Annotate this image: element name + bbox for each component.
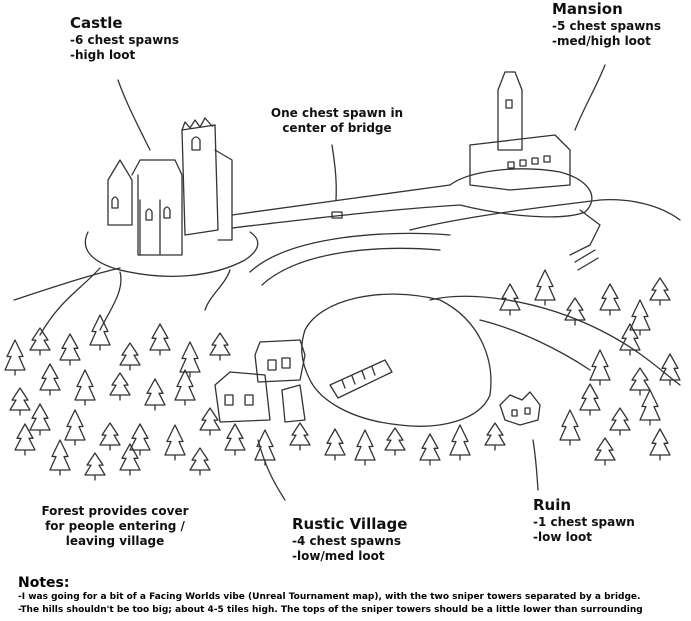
- pine-tree: [199, 407, 221, 436]
- pine-tree: [119, 443, 141, 476]
- pine-tree: [14, 423, 36, 456]
- ruin-label: Ruin -1 chest spawn -low loot: [533, 496, 635, 545]
- mansion-drawing: [449, 71, 601, 271]
- pine-tree: [609, 407, 631, 436]
- pine-tree: [9, 387, 31, 416]
- pine-tree: [649, 277, 671, 306]
- pine-tree: [594, 437, 616, 466]
- forest-trees: [4, 269, 681, 481]
- pine-tree: [49, 439, 71, 476]
- mansion-line-1: -5 chest spawns: [552, 18, 661, 33]
- pine-tree: [109, 372, 131, 401]
- pine-tree: [209, 332, 231, 361]
- notes-heading: Notes:: [18, 575, 70, 591]
- pine-tree: [179, 341, 201, 378]
- pine-tree: [64, 409, 86, 446]
- castle-title: Castle: [70, 14, 123, 32]
- forest-line-3: leaving village: [65, 534, 165, 548]
- village-title: Rustic Village: [292, 515, 408, 533]
- pine-tree: [289, 422, 311, 451]
- castle-line-2: -high loot: [70, 47, 136, 62]
- village-drawing: [214, 339, 393, 423]
- ruin-title: Ruin: [533, 496, 572, 514]
- castle-line-1: -6 chest spawns: [70, 32, 179, 47]
- pine-tree: [149, 323, 171, 356]
- ruin-line-2: -low loot: [533, 529, 592, 544]
- pine-tree: [119, 342, 141, 371]
- pine-tree: [174, 369, 196, 406]
- bridge-label: One chest spawn in center of bridge: [262, 106, 412, 136]
- castle-label: Castle -6 chest spawns -high loot: [70, 14, 179, 63]
- forest-line-2: for people entering /: [45, 519, 185, 533]
- village-label: Rustic Village -4 chest spawns -low/med …: [292, 515, 407, 564]
- pine-tree: [4, 339, 26, 376]
- mansion-line-2: -med/high loot: [552, 33, 651, 48]
- leader-bridge: [331, 144, 337, 201]
- pine-tree: [599, 283, 621, 316]
- pine-tree: [59, 333, 81, 366]
- pine-tree: [29, 403, 51, 436]
- mansion-label: Mansion -5 chest spawns -med/high loot: [552, 0, 661, 49]
- bridge-line-1: One chest spawn in: [270, 106, 404, 120]
- pine-tree: [534, 269, 556, 306]
- pine-tree: [129, 423, 151, 456]
- leader-castle: [117, 79, 151, 151]
- pine-tree: [39, 363, 61, 396]
- leader-ruin: [532, 439, 539, 491]
- village-line-1: -4 chest spawns: [292, 533, 401, 548]
- pine-tree: [619, 323, 641, 356]
- castle-drawing: [107, 117, 233, 256]
- pine-tree: [559, 409, 581, 446]
- notes-section: Notes: -I was going for a bit of a Facin…: [18, 575, 690, 617]
- pine-tree: [224, 423, 246, 456]
- pine-tree: [579, 383, 601, 416]
- central-hill: [301, 293, 492, 427]
- pine-tree: [354, 429, 376, 466]
- pine-tree: [99, 422, 121, 451]
- pine-tree: [639, 389, 661, 426]
- pine-tree: [589, 349, 611, 386]
- bridge-line-2: center of bridge: [282, 121, 392, 135]
- pine-tree: [449, 424, 471, 461]
- ruin-drawing: [499, 391, 541, 426]
- notes-line-2: -The hills shouldn't be too big; about 4…: [18, 605, 643, 615]
- pine-tree: [144, 378, 166, 411]
- right-hill: [429, 295, 681, 386]
- forest-label: Forest provides cover for people enterin…: [25, 504, 205, 549]
- pine-tree: [564, 297, 586, 326]
- pine-tree: [629, 367, 651, 396]
- leader-mansion: [574, 64, 606, 131]
- pine-tree: [484, 422, 506, 451]
- pine-tree: [384, 427, 406, 456]
- bridge-drawing: [231, 184, 461, 286]
- pine-tree: [189, 447, 211, 476]
- pine-tree: [499, 283, 521, 316]
- pine-tree: [419, 433, 441, 466]
- forest-line-1: Forest provides cover: [41, 504, 189, 518]
- castle-hill: [84, 231, 259, 277]
- pine-tree: [629, 299, 651, 336]
- pine-tree: [324, 428, 346, 461]
- ruin-line-1: -1 chest spawn: [533, 514, 635, 529]
- pine-tree: [89, 314, 111, 351]
- pine-tree: [74, 369, 96, 406]
- mansion-title: Mansion: [552, 0, 623, 18]
- pine-tree: [649, 428, 671, 461]
- pine-tree: [659, 353, 681, 386]
- back-hills: [13, 199, 681, 301]
- pine-tree: [84, 452, 106, 481]
- leader-village: [257, 439, 286, 501]
- notes-line-1: -I was going for a bit of a Facing World…: [18, 592, 641, 602]
- village-line-2: -low/med loot: [292, 548, 385, 563]
- pine-tree: [29, 327, 51, 356]
- pine-tree: [164, 424, 186, 461]
